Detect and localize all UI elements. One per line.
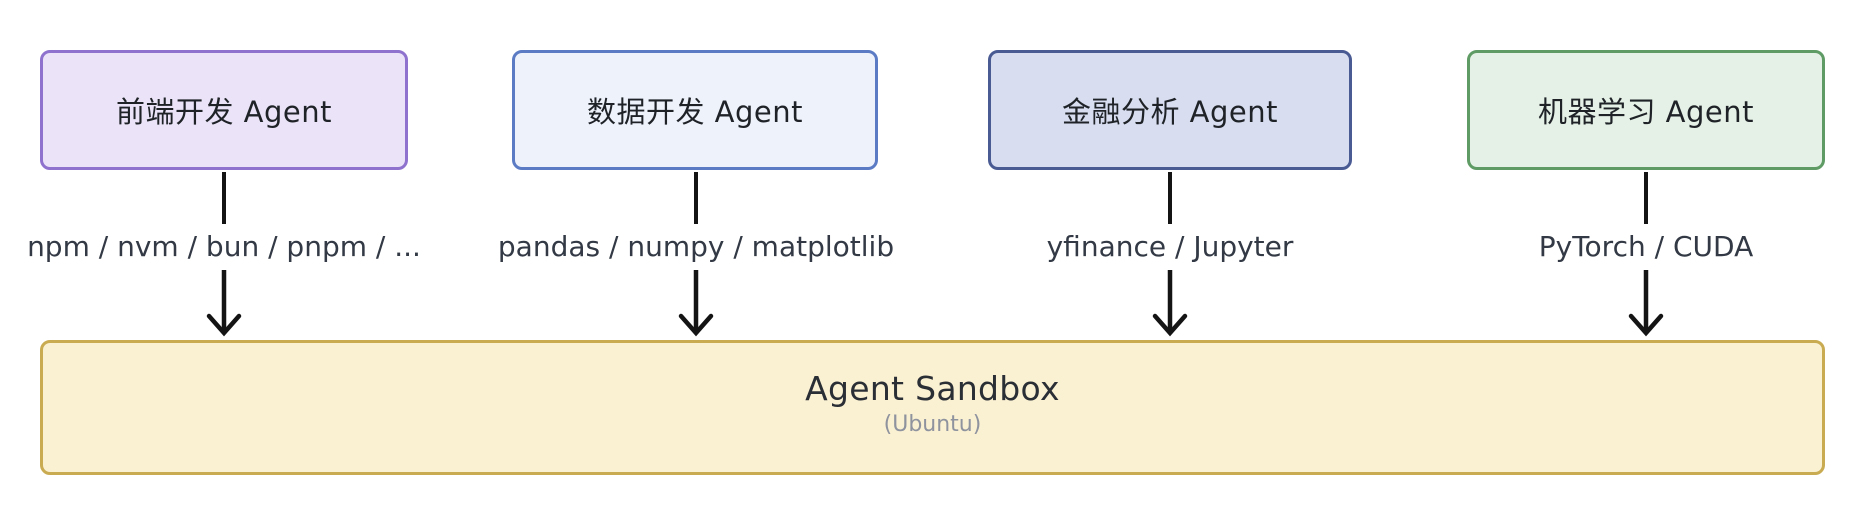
edge-label-finance-tools: yfinance / Jupyter: [1046, 229, 1294, 263]
agent-box-label: 机器学习 Agent: [1537, 95, 1755, 129]
agent-box-frontend: 前端开发 Agent: [40, 50, 408, 170]
connector-data-dev: pandas / numpy / matplotlib: [446, 172, 946, 340]
edge-line: [222, 172, 226, 224]
agent-box-data-dev: 数据开发 Agent: [512, 50, 878, 170]
agent-box-ml: 机器学习 Agent: [1467, 50, 1825, 170]
sandbox-title: Agent Sandbox: [805, 368, 1060, 408]
arrow-down-icon: [678, 270, 714, 337]
agent-box-label: 数据开发 Agent: [586, 95, 804, 129]
edge-label-ml-tools: PyTorch / CUDA: [1538, 229, 1754, 263]
arrow-down-icon: [1628, 270, 1664, 337]
connector-ml: PyTorch / CUDA: [1396, 172, 1858, 340]
edge-line: [1644, 172, 1648, 224]
edge-line: [694, 172, 698, 224]
agent-box-finance: 金融分析 Agent: [988, 50, 1352, 170]
agent-box-label: 金融分析 Agent: [1061, 95, 1279, 129]
connector-frontend: npm / nvm / bun / pnpm / ...: [0, 172, 474, 340]
sandbox-subtitle: (Ubuntu): [883, 411, 982, 437]
connector-finance: yfinance / Jupyter: [920, 172, 1420, 340]
edge-label-frontend-tools: npm / nvm / bun / pnpm / ...: [27, 229, 421, 263]
edge-line: [1168, 172, 1172, 224]
arrow-down-icon: [1152, 270, 1188, 337]
agent-box-label: 前端开发 Agent: [115, 95, 333, 129]
sandbox-box: Agent Sandbox (Ubuntu): [40, 340, 1825, 475]
edge-label-data-dev-tools: pandas / numpy / matplotlib: [497, 229, 895, 263]
arrow-down-icon: [206, 270, 242, 337]
